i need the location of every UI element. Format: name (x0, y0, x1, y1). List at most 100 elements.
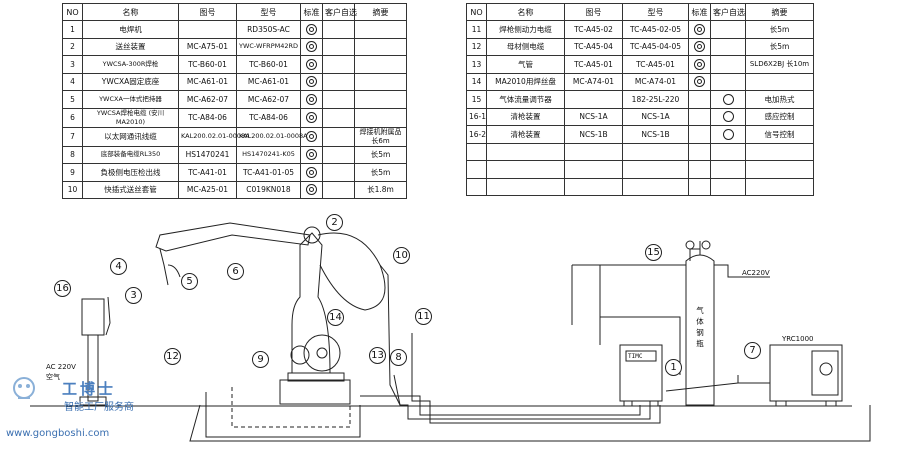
cell-opt (322, 37, 355, 56)
cell-model: HS1470241-K05 (236, 145, 301, 164)
cell-no: 8 (62, 145, 83, 164)
cell-name: YWCSA-300R焊枪 (82, 55, 179, 74)
column-header: 名称 (486, 3, 565, 21)
cell-model: TC-A45-02-05 (622, 20, 689, 39)
column-header: 摘要 (745, 3, 814, 21)
cell-name: YWCXA一体式把持器 (82, 90, 179, 109)
cell-std (300, 90, 323, 109)
cell-note (354, 20, 407, 39)
callout-12: 12 (164, 348, 181, 365)
cell-note: 长5m (745, 20, 814, 39)
callout-16: 16 (54, 280, 71, 297)
cell-opt (322, 145, 355, 164)
cell-note: 电加热式 (745, 90, 814, 109)
cell-std (300, 180, 323, 199)
cell-note (354, 72, 407, 91)
cell-name: 送丝装置 (82, 37, 179, 56)
wire-conduit (317, 232, 386, 311)
cell-no: 5 (62, 90, 83, 109)
cell-std (300, 145, 323, 164)
cell-drawing (564, 177, 623, 196)
table-row (466, 177, 814, 196)
cell-std (300, 55, 323, 74)
robot-joint (290, 345, 310, 365)
callout-5: 5 (181, 273, 198, 290)
cell-name: 清枪装置 (486, 125, 565, 144)
cell-note: 长5m (354, 163, 407, 182)
cell-drawing: TC-A45-02 (564, 20, 623, 39)
optional-mark-icon (722, 128, 734, 140)
cell-model: YWC-WFRPM42RD (236, 37, 301, 56)
cell-opt (322, 72, 355, 91)
column-header: NO (62, 3, 83, 21)
system-wiring-diagram: YRC1000 AC220V AC 220V 空气 TIMC (30, 222, 871, 442)
callout-6: 6 (227, 263, 244, 280)
cell-std (688, 72, 711, 91)
optional-mark-icon (722, 93, 734, 105)
cell-opt (710, 160, 746, 179)
cell-no (466, 177, 487, 196)
cell-drawing (564, 142, 623, 161)
controller-label: YRC1000 (781, 335, 814, 343)
watermark-url[interactable]: www.gongboshi.com (6, 428, 110, 439)
cell-opt (710, 55, 746, 74)
callout-3: 3 (125, 287, 142, 304)
callout-2: 2 (326, 214, 343, 231)
cell-std (688, 142, 711, 161)
cell-no: 13 (466, 55, 487, 74)
cell-std (688, 55, 711, 74)
cell-no (466, 142, 487, 161)
cell-std (688, 20, 711, 39)
cell-note: 焊接机附属品 长6m (354, 126, 407, 147)
cell-no: 12 (466, 37, 487, 56)
cell-model: KAL200.02.01-0008A (236, 126, 308, 147)
callout-10: 10 (393, 247, 410, 264)
cell-opt (322, 180, 355, 199)
column-header: 名称 (82, 3, 179, 21)
robot-base (279, 379, 351, 405)
cell-std (300, 107, 323, 128)
cell-opt (322, 126, 355, 147)
cell-opt (710, 125, 746, 144)
wire-feeder (303, 226, 321, 244)
cell-model: TC-B60-01 (236, 55, 301, 74)
watermark-brand: 工博士 (62, 380, 117, 398)
column-header: NO (466, 3, 487, 21)
cell-name: 負极侧电压检出线 (82, 163, 179, 182)
cell-name: 电焊机 (82, 20, 179, 39)
table-row (466, 160, 814, 179)
standard-mark-icon (306, 58, 317, 70)
cell-opt (710, 20, 746, 39)
cell-no: 15 (466, 90, 487, 109)
standard-mark-icon (306, 41, 317, 53)
cell-no (466, 160, 487, 179)
cell-note: 长1.8m (354, 180, 407, 199)
cell-name: MA2010用焊丝盘 (486, 72, 565, 91)
cell-opt (322, 20, 355, 39)
callout-9: 9 (252, 351, 269, 368)
callout-11: 11 (415, 308, 432, 325)
cell-opt (710, 142, 746, 161)
cell-note (745, 142, 814, 161)
cell-std (300, 72, 323, 91)
gun-cleaner (81, 298, 105, 336)
cell-no: 16-1 (466, 107, 487, 126)
cell-model (622, 177, 689, 196)
cell-std (688, 90, 711, 109)
cell-name: 母材侧电缆 (486, 37, 565, 56)
cell-std (688, 160, 711, 179)
cell-no: 14 (466, 72, 487, 91)
wire-reel (303, 334, 341, 372)
cell-name: YWCXA固定底座 (82, 72, 179, 91)
